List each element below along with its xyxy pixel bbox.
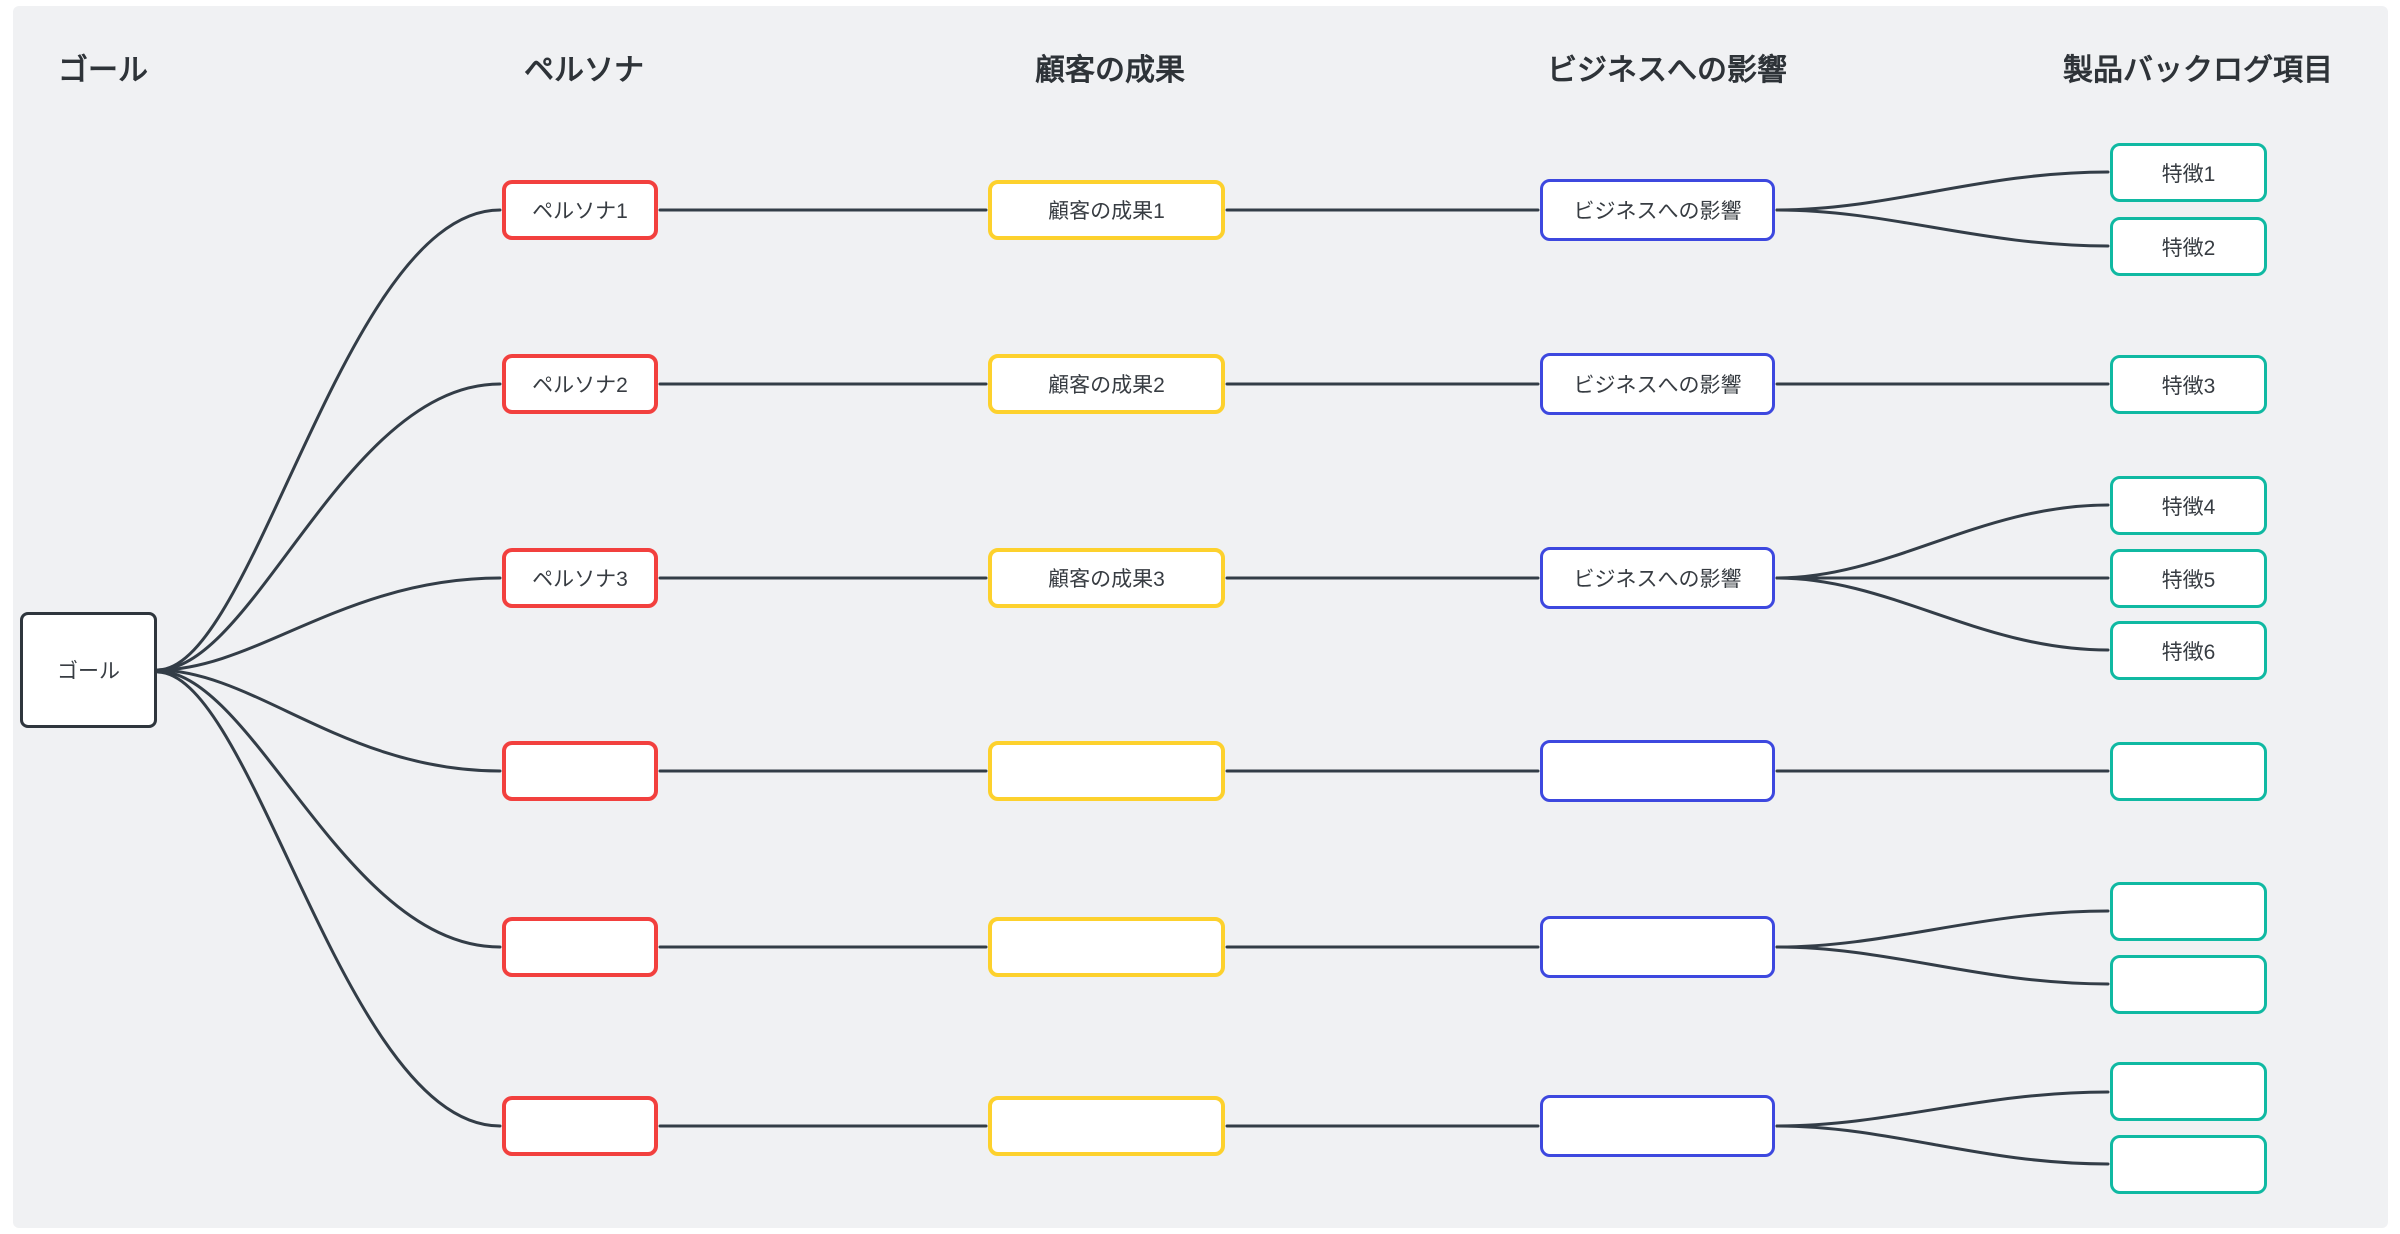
persona-node-1-label: ペルソナ1	[532, 200, 628, 223]
edge-goal-persona-4	[156, 668, 502, 773]
column-header-backlog: 製品バックログ項目	[2063, 54, 2333, 87]
persona-node-3[interactable]: ペルソナ3	[502, 548, 658, 608]
impact-node-3-label: ビジネスへの影響	[1573, 568, 1742, 591]
feature-node-9[interactable]	[2110, 955, 2267, 1014]
feature-node-6[interactable]: 特徴6	[2110, 621, 2267, 680]
impact-node-3[interactable]: ビジネスへの影響	[1540, 547, 1775, 609]
feature-node-5[interactable]: 特徴5	[2110, 549, 2267, 608]
persona-node-4[interactable]	[502, 741, 658, 801]
feature-node-7[interactable]	[2110, 742, 2267, 801]
feature-node-5-label: 特徴5	[2161, 568, 2216, 592]
edge-goal-persona-3	[156, 576, 502, 672]
edge-impact5-feature8	[1775, 909, 2110, 949]
edge-impact6-feature11	[1775, 1124, 2110, 1166]
persona-node-1[interactable]: ペルソナ1	[502, 180, 658, 240]
feature-node-2-label: 特徴2	[2161, 236, 2216, 260]
outcome-node-6[interactable]	[988, 1096, 1225, 1156]
goal-node-label: ゴール	[57, 660, 120, 683]
outcome-node-1-label: 顧客の成果1	[1048, 200, 1165, 223]
edge-impact1-feature1	[1775, 170, 2110, 212]
impact-node-6[interactable]	[1540, 1095, 1775, 1157]
outcome-node-3[interactable]: 顧客の成果3	[988, 548, 1225, 608]
edge-goal-persona-1	[156, 208, 502, 672]
outcome-node-2[interactable]: 顧客の成果2	[988, 354, 1225, 414]
edge-impact3-feature6	[1775, 576, 2110, 652]
impact-node-1-label: ビジネスへの影響	[1573, 200, 1742, 223]
edge-impact1-feature2	[1775, 208, 2110, 248]
feature-node-1[interactable]: 特徴1	[2110, 143, 2267, 202]
edge-goal-persona-6	[156, 670, 502, 1128]
outcome-node-1[interactable]: 顧客の成果1	[988, 180, 1225, 240]
edge-impact6-feature10	[1775, 1090, 2110, 1128]
persona-node-3-label: ペルソナ3	[532, 568, 628, 591]
column-header-persona: ペルソナ	[524, 54, 644, 87]
impact-node-1[interactable]: ビジネスへの影響	[1540, 179, 1775, 241]
persona-node-2[interactable]: ペルソナ2	[502, 354, 658, 414]
outcome-node-3-label: 顧客の成果3	[1048, 568, 1165, 591]
edge-goal-persona-2	[156, 382, 502, 672]
feature-node-6-label: 特徴6	[2161, 640, 2216, 664]
column-header-impact: ビジネスへの影響	[1547, 54, 1787, 87]
outcome-node-2-label: 顧客の成果2	[1048, 374, 1165, 397]
impact-node-5[interactable]	[1540, 916, 1775, 978]
feature-node-4[interactable]: 特徴4	[2110, 476, 2267, 535]
edge-impact3-feature4	[1775, 503, 2110, 580]
feature-node-10[interactable]	[2110, 1062, 2267, 1121]
outcome-node-4[interactable]	[988, 741, 1225, 801]
persona-node-5[interactable]	[502, 917, 658, 977]
column-header-goal: ゴール	[58, 54, 148, 87]
impact-node-4[interactable]	[1540, 740, 1775, 802]
feature-node-8[interactable]	[2110, 882, 2267, 941]
persona-node-6[interactable]	[502, 1096, 658, 1156]
feature-node-2[interactable]: 特徴2	[2110, 217, 2267, 276]
outcome-node-5[interactable]	[988, 917, 1225, 977]
impact-node-2[interactable]: ビジネスへの影響	[1540, 353, 1775, 415]
persona-node-2-label: ペルソナ2	[532, 374, 628, 397]
edge-goal-persona-5	[156, 669, 502, 949]
feature-node-11[interactable]	[2110, 1135, 2267, 1194]
goal-node[interactable]: ゴール	[20, 612, 157, 728]
feature-node-3-label: 特徴3	[2161, 374, 2216, 398]
feature-node-3[interactable]: 特徴3	[2110, 355, 2267, 414]
edge-impact5-feature9	[1775, 945, 2110, 986]
impact-node-2-label: ビジネスへの影響	[1573, 374, 1742, 397]
feature-node-4-label: 特徴4	[2161, 495, 2216, 519]
column-header-outcome: 顧客の成果	[1035, 54, 1185, 87]
feature-node-1-label: 特徴1	[2161, 162, 2216, 186]
